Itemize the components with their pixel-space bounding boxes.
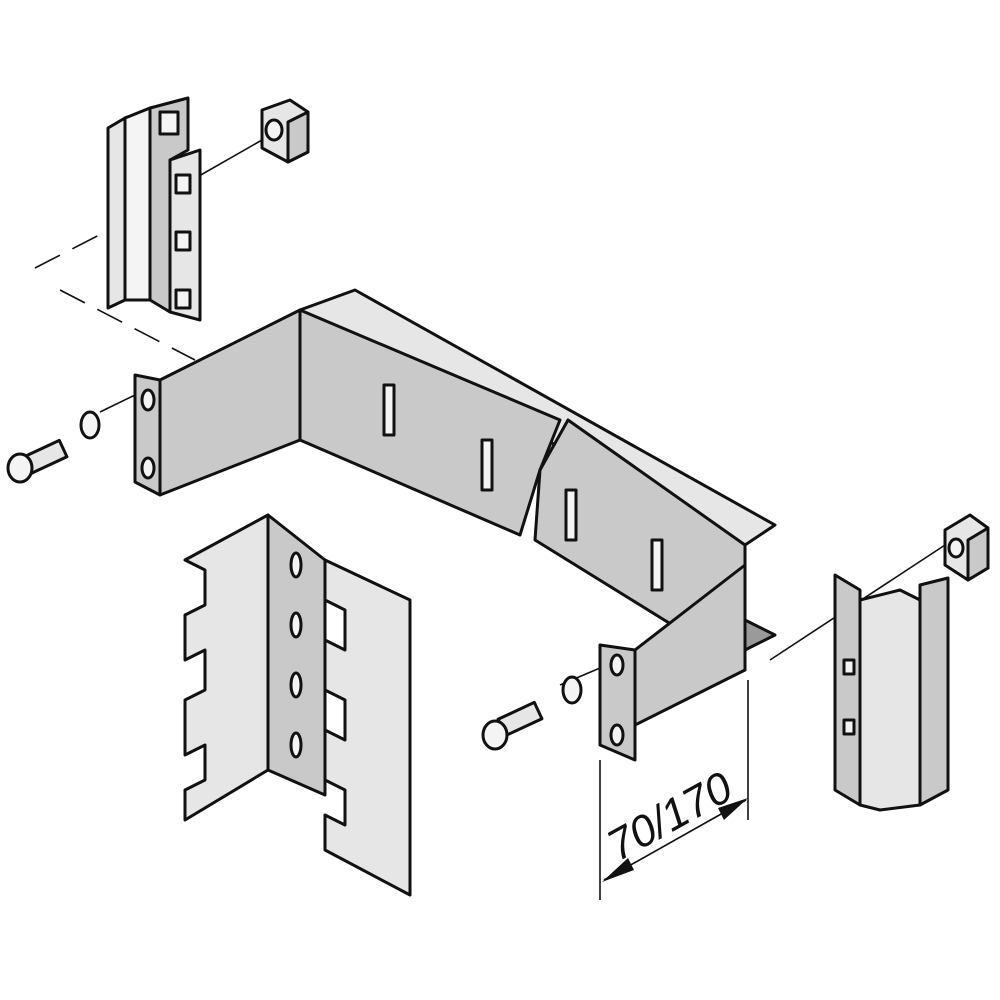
slot [480, 438, 494, 492]
cage-nut-right [943, 513, 990, 582]
toothed-support-bracket [183, 513, 412, 897]
square-hole [174, 230, 192, 252]
screw-left [6, 410, 101, 484]
rack-rail-right [833, 573, 950, 812]
square-hole [174, 288, 192, 310]
washer-left [79, 410, 101, 440]
screw-right [481, 675, 583, 751]
dimension-label: 70/170 [599, 762, 741, 870]
main-shelf-bracket [133, 288, 777, 762]
cage-nut-top [260, 98, 310, 164]
slot [564, 488, 578, 542]
slot [650, 538, 664, 592]
square-hole [174, 173, 192, 195]
rack-rail-left [106, 96, 202, 322]
slot [382, 383, 396, 437]
washer-right [561, 675, 583, 705]
